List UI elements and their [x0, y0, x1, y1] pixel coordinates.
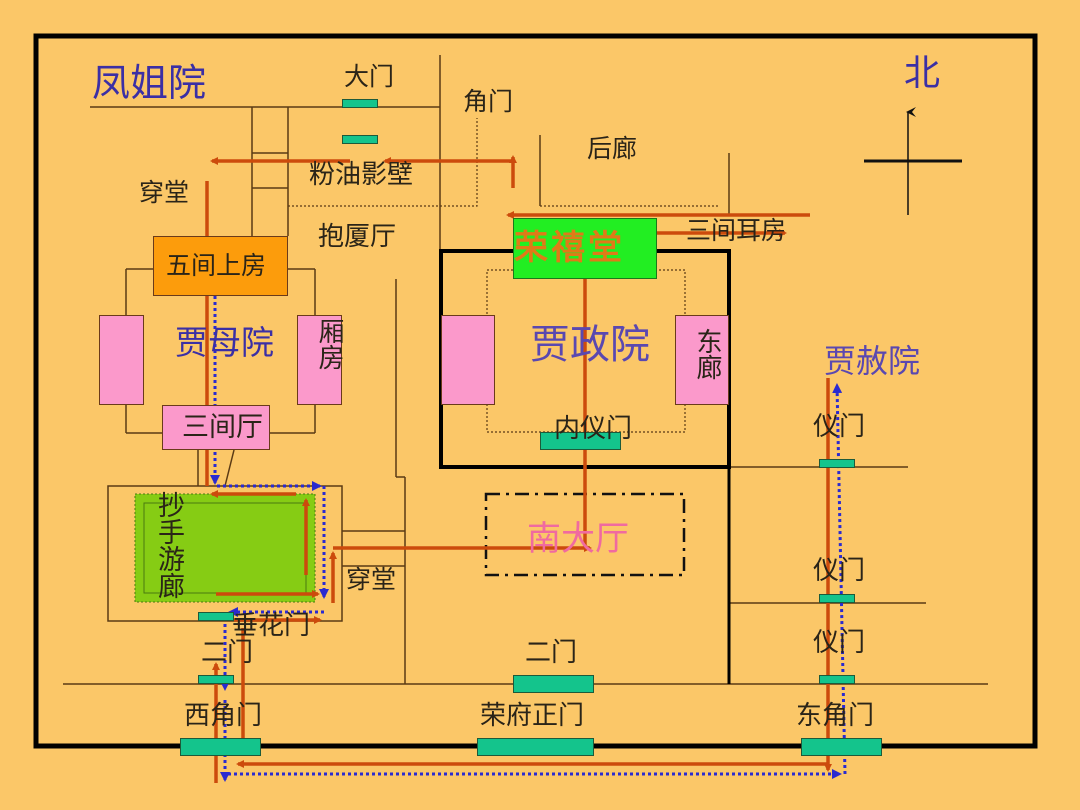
label-three-bay-hall: 三间厅 [182, 412, 263, 443]
label-three-bay-ear-room: 三间耳房 [686, 216, 787, 245]
compass-rose [864, 107, 962, 215]
five-bay-main-room [153, 236, 288, 296]
label-ceremonial-gate-2: 仪门 [813, 556, 866, 586]
ceremonial-gate-3 [819, 675, 855, 684]
three-bay-hall [162, 405, 270, 450]
jiazheng-west-wing [441, 315, 495, 405]
label-west-corner-gate: 西角门 [184, 701, 263, 731]
label-covered-corridor: 抄手游廊 [153, 491, 184, 599]
rong-mansion-main-gate [477, 738, 594, 756]
label-east-corner-gate: 东角门 [796, 701, 875, 731]
dotted-outlines [288, 118, 720, 433]
label-jiazheng-courtyard: 贾政院 [530, 322, 650, 368]
label-festoon-gate: 垂花门 [232, 611, 311, 641]
ceremonial-gate-2 [819, 594, 855, 603]
west-side-room [99, 315, 144, 405]
label-inner-ceremonial-gate: 内仪门 [554, 414, 633, 444]
label-fengjie-courtyard: 凤姐院 [92, 61, 207, 105]
label-five-bay-main-room: 五间上房 [166, 251, 267, 280]
label-rear-corridor: 后廊 [587, 134, 638, 163]
label-central-second-gate: 二门 [525, 638, 578, 668]
label-rongxi-hall: 荣禧堂 [514, 228, 625, 268]
label-corner-gate: 角门 [463, 87, 514, 116]
east-corner-gate [801, 738, 882, 756]
rongxi-hall [513, 218, 657, 279]
label-north-passage-hall: 穿堂 [139, 178, 190, 207]
central-second-gate [513, 675, 594, 693]
route-red [203, 155, 832, 783]
label-north: 北 [904, 53, 941, 94]
label-rong-mansion-main-gate: 荣府正门 [480, 701, 585, 731]
covered-corridor-garden [134, 493, 316, 603]
label-ceremonial-gate-1: 仪门 [813, 412, 866, 442]
label-west-second-gate: 二门 [201, 638, 254, 668]
label-east-corridor: 东廊 [692, 328, 722, 380]
screen-wall-marker [342, 135, 378, 144]
label-ceremonial-gate-3: 仪门 [813, 628, 866, 658]
ceremonial-gate-1 [819, 459, 855, 468]
inner-ceremonial-gate [540, 432, 621, 450]
east-corridor-room [675, 315, 729, 405]
label-south-passage-hall: 穿堂 [346, 565, 397, 594]
label-main-gate: 大门 [344, 62, 395, 91]
west-second-gate [198, 675, 234, 684]
label-wing-room: 厢房 [314, 318, 344, 370]
wing-room [297, 315, 342, 405]
label-south-grand-hall: 南大厅 [527, 519, 629, 559]
label-screen-wall: 粉油影壁 [309, 160, 414, 190]
route-blue [210, 290, 847, 782]
festoon-gate-marker [198, 612, 234, 621]
label-jiashe-courtyard: 贾赦院 [824, 342, 921, 380]
main-gate [342, 99, 378, 108]
label-jiamu-courtyard: 贾母院 [175, 323, 274, 362]
label-baosha-hall: 抱厦厅 [318, 222, 397, 252]
west-corner-gate [180, 738, 261, 756]
